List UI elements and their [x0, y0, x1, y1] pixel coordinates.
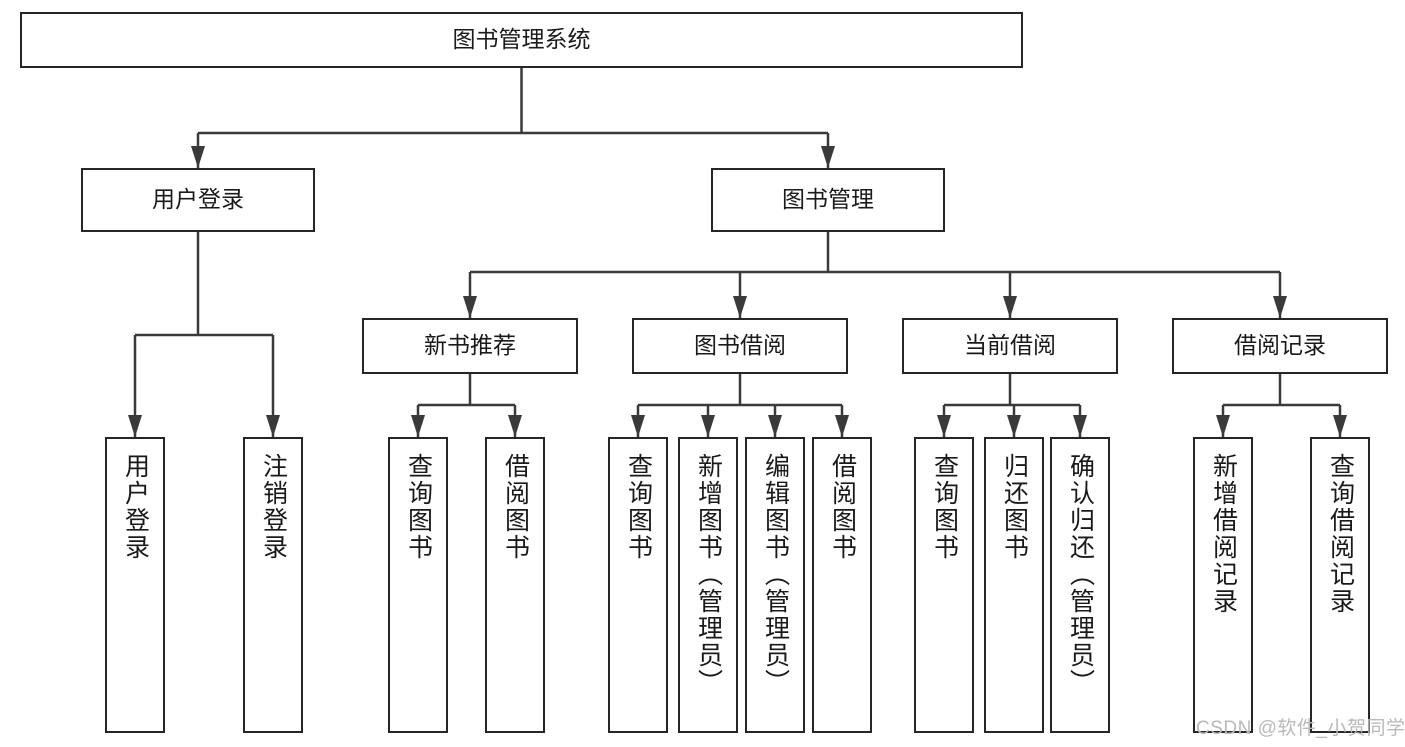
- node-leaf-confirm-return[interactable]: 确认归还（管理员）: [1050, 437, 1110, 733]
- node-leaf-logout[interactable]: 注销登录: [243, 437, 303, 733]
- node-label-book-manage: 图书管理: [782, 186, 874, 213]
- node-new-book-rec[interactable]: 新书推荐: [362, 318, 578, 374]
- node-leaf-add-book[interactable]: 新增图书（管理员）: [678, 437, 738, 733]
- arrow-head-borrow-record: [1273, 296, 1287, 318]
- node-leaf-query-book-2[interactable]: 查询图书: [608, 437, 668, 733]
- arrow-head-user-login: [191, 146, 205, 168]
- node-label-leaf-add-book: 新增图书（管理员）: [694, 453, 723, 696]
- node-leaf-borrow-book-2[interactable]: 借阅图书: [812, 437, 872, 733]
- node-label-root: 图书管理系统: [452, 26, 591, 53]
- arrow-head-leaf-query-book-2: [631, 415, 645, 437]
- node-label-new-book-rec: 新书推荐: [424, 332, 516, 359]
- arrow-head-leaf-query-book-3: [937, 415, 951, 437]
- node-root[interactable]: 图书管理系统: [20, 12, 1023, 68]
- node-user-login[interactable]: 用户登录: [81, 168, 315, 232]
- node-label-user-login: 用户登录: [152, 186, 244, 213]
- arrow-head-leaf-borrow-book-1: [508, 415, 522, 437]
- node-label-leaf-return-book: 归还图书: [1000, 453, 1029, 561]
- node-borrow-record[interactable]: 借阅记录: [1172, 318, 1388, 374]
- node-book-borrow[interactable]: 图书借阅: [632, 318, 848, 374]
- node-label-leaf-query-book-2: 查询图书: [624, 453, 653, 561]
- node-leaf-borrow-book-1[interactable]: 借阅图书: [485, 437, 545, 733]
- arrow-head-leaf-logout: [266, 415, 280, 437]
- node-label-leaf-borrow-book-2: 借阅图书: [828, 453, 857, 561]
- arrow-head-leaf-add-record: [1216, 415, 1230, 437]
- node-leaf-query-book-1[interactable]: 查询图书: [388, 437, 448, 733]
- node-label-leaf-add-record: 新增借阅记录: [1209, 453, 1238, 615]
- arrow-head-book-manage: [821, 146, 835, 168]
- node-label-leaf-borrow-book-1: 借阅图书: [501, 453, 530, 561]
- arrow-head-leaf-borrow-book-2: [835, 415, 849, 437]
- node-leaf-return-book[interactable]: 归还图书: [984, 437, 1044, 733]
- arrow-head-new-book-rec: [463, 296, 477, 318]
- node-leaf-user-login[interactable]: 用户登录: [105, 437, 165, 733]
- node-leaf-query-record[interactable]: 查询借阅记录: [1310, 437, 1370, 733]
- node-label-leaf-logout: 注销登录: [259, 453, 288, 561]
- node-label-leaf-query-book-3: 查询图书: [930, 453, 959, 561]
- node-label-leaf-query-record: 查询借阅记录: [1326, 453, 1355, 615]
- node-label-leaf-query-book-1: 查询图书: [404, 453, 433, 561]
- arrow-head-leaf-add-book: [701, 415, 715, 437]
- node-leaf-add-record[interactable]: 新增借阅记录: [1193, 437, 1253, 733]
- arrow-head-book-borrow: [733, 296, 747, 318]
- node-current-borrow[interactable]: 当前借阅: [902, 318, 1118, 374]
- arrow-head-leaf-return-book: [1007, 415, 1021, 437]
- node-label-current-borrow: 当前借阅: [964, 332, 1056, 359]
- arrow-head-leaf-user-login: [128, 415, 142, 437]
- node-label-borrow-record: 借阅记录: [1234, 332, 1326, 359]
- node-label-leaf-edit-book: 编辑图书（管理员）: [761, 453, 790, 696]
- node-label-leaf-confirm-return: 确认归还（管理员）: [1066, 453, 1095, 696]
- node-leaf-query-book-3[interactable]: 查询图书: [914, 437, 974, 733]
- node-leaf-edit-book[interactable]: 编辑图书（管理员）: [745, 437, 805, 733]
- node-label-leaf-user-login: 用户登录: [121, 453, 150, 561]
- arrow-head-leaf-query-book-1: [411, 415, 425, 437]
- node-book-manage[interactable]: 图书管理: [711, 168, 945, 232]
- arrow-head-leaf-query-record: [1333, 415, 1347, 437]
- arrow-head-leaf-edit-book: [768, 415, 782, 437]
- node-label-book-borrow: 图书借阅: [694, 332, 786, 359]
- arrow-head-current-borrow: [1003, 296, 1017, 318]
- arrow-head-leaf-confirm-return: [1073, 415, 1087, 437]
